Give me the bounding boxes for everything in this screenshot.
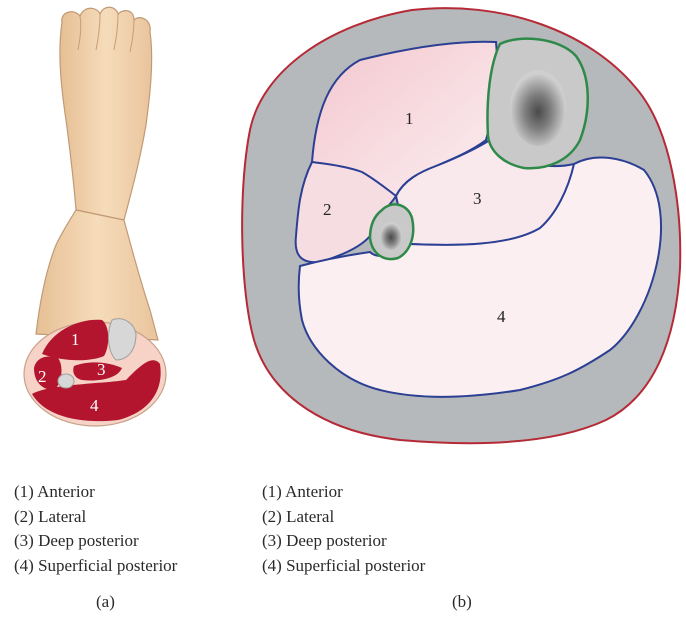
panel-b-legend: (1) Anterior (2) Lateral (3) Deep poster… — [262, 480, 425, 578]
legend-a-item-superficial-posterior: (4) Superficial posterior — [14, 554, 177, 579]
panel-b-tibia-marrow — [510, 70, 566, 146]
panel-a-leg-illustration: 1 2 3 4 — [24, 7, 166, 426]
panel-a-label-1: 1 — [71, 330, 80, 349]
panel-a-label-4: 4 — [90, 396, 99, 415]
legend-a-item-anterior: (1) Anterior — [14, 480, 177, 505]
panel-b-cross-section: 1 2 3 4 — [242, 8, 680, 443]
panel-a-fibula-bone — [58, 374, 74, 388]
legend-a-item-deep-posterior: (3) Deep posterior — [14, 529, 177, 554]
panel-b-fibula-marrow — [380, 222, 402, 250]
panel-b-caption: (b) — [452, 592, 472, 612]
panel-a-label-2: 2 — [38, 367, 47, 386]
legend-b-item-deep-posterior: (3) Deep posterior — [262, 529, 425, 554]
panel-b-label-3: 3 — [473, 189, 482, 208]
legend-b-item-lateral: (2) Lateral — [262, 505, 425, 530]
panel-a-label-3: 3 — [97, 360, 106, 379]
panel-b-label-1: 1 — [405, 109, 414, 128]
panel-b-label-2: 2 — [323, 200, 332, 219]
legend-b-item-superficial-posterior: (4) Superficial posterior — [262, 554, 425, 579]
foot — [60, 7, 152, 220]
legend-a-item-lateral: (2) Lateral — [14, 505, 177, 530]
legend-b-item-anterior: (1) Anterior — [262, 480, 425, 505]
panel-b-label-4: 4 — [497, 307, 506, 326]
panel-a-caption: (a) — [96, 592, 115, 612]
panel-a-legend: (1) Anterior (2) Lateral (3) Deep poster… — [14, 480, 177, 578]
